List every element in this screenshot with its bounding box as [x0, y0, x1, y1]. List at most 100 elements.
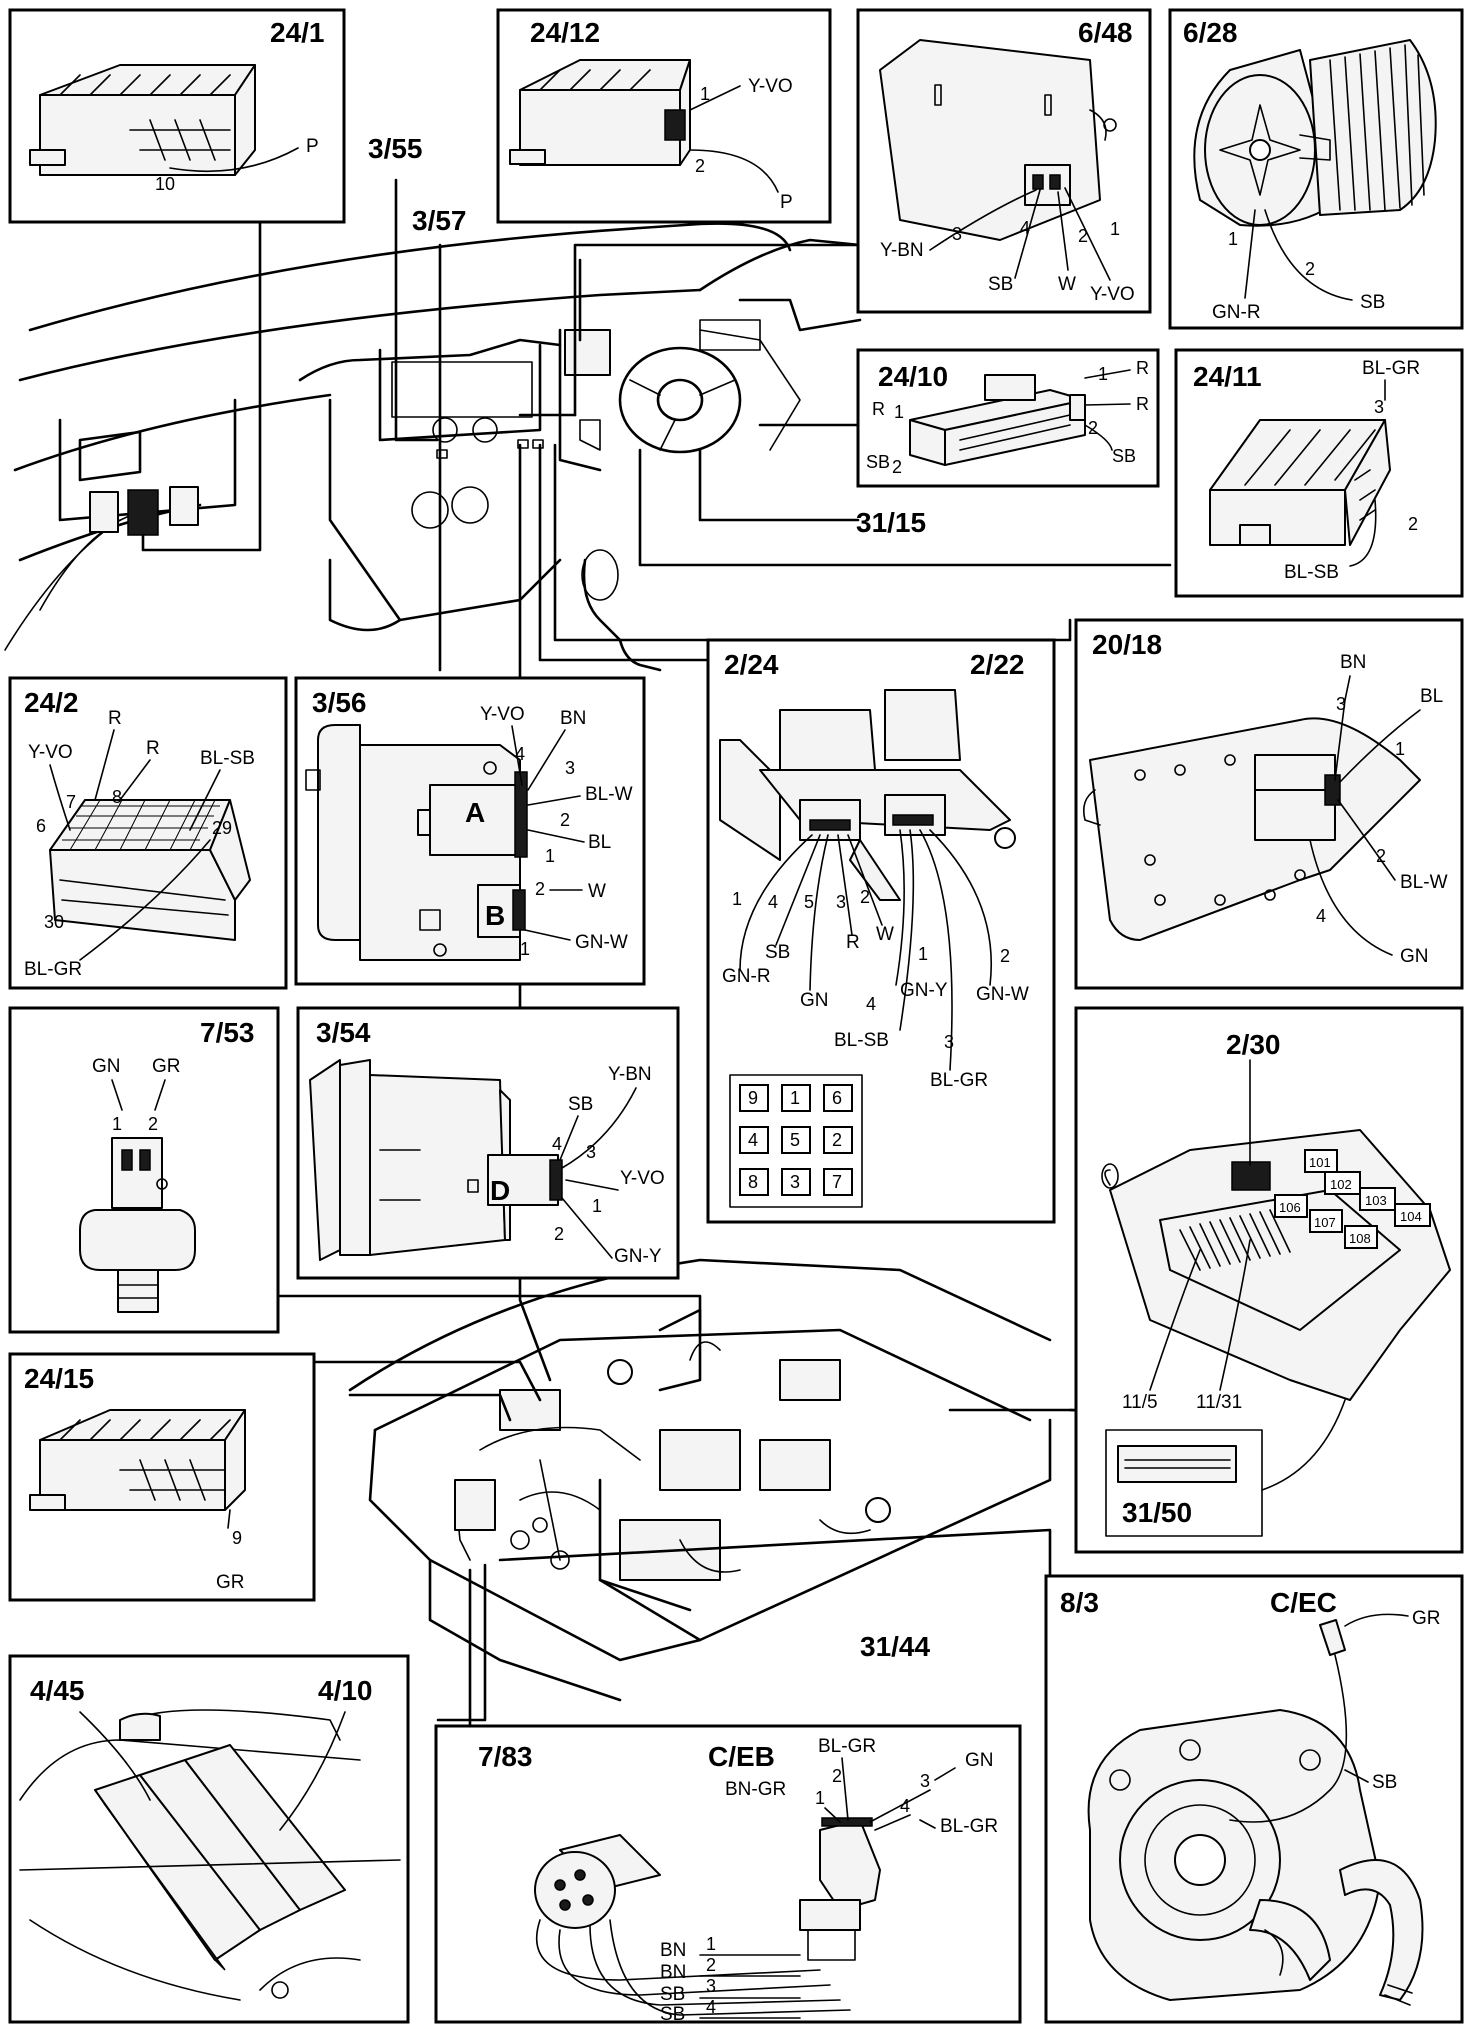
- label-fuse-102: 102: [1330, 1177, 1352, 1192]
- label-bl-gr: BL-GR: [1362, 358, 1420, 379]
- label-sb: SB: [568, 1094, 593, 1115]
- label-a: A: [465, 797, 485, 828]
- label-gn-y: GN-Y: [900, 980, 948, 1001]
- pressure-switch-illustration: [79, 1137, 196, 1313]
- label-bl-sb: BL-SB: [200, 748, 255, 769]
- label-y-bn: Y-BN: [880, 240, 924, 261]
- label-gn-w: GN-W: [575, 932, 628, 953]
- connector-24-11-illustration: [1209, 419, 1391, 546]
- label-pin-1: 1: [1110, 219, 1120, 239]
- pin-7: 7: [832, 1172, 842, 1192]
- label-pin-2-right: 2: [1088, 418, 1098, 438]
- callout-31-15: 31/15: [856, 507, 926, 538]
- label-31-50: 31/50: [1122, 1497, 1192, 1528]
- label-pin-1: 1: [700, 84, 710, 104]
- panel-24-10-title: 24/10: [878, 361, 948, 392]
- panel-7-53: 7/53 GN GR 1 2: [8, 1006, 280, 1334]
- label-fuse-106: 106: [1279, 1200, 1301, 1215]
- label-pin-4: 4: [768, 892, 778, 912]
- label-y-vo: Y-VO: [1090, 284, 1135, 305]
- label-pin-1: 1: [732, 889, 742, 909]
- callout-3-55: 3/55: [368, 133, 423, 164]
- label-sb-3: SB: [660, 1984, 685, 2005]
- label-pin-2-left: 2: [892, 457, 902, 477]
- label-pin-2: 2: [148, 1114, 158, 1134]
- label-sb: SB: [988, 274, 1013, 295]
- label-gn-y: GN-Y: [614, 1246, 662, 1267]
- label-pin-2-b: 2: [535, 879, 545, 899]
- label-pin-4: 4: [1316, 906, 1326, 926]
- label-gn: GN: [800, 990, 829, 1011]
- label-pin-1: 1: [112, 1114, 122, 1134]
- panel-24-1-title: 24/1: [270, 17, 325, 48]
- label-bl: BL: [1420, 686, 1443, 707]
- label-r-left: R: [872, 399, 885, 419]
- label-pin-4: 4: [1020, 218, 1030, 238]
- label-pin-3-top: 3: [920, 1771, 930, 1791]
- label-pin-2-bottom: 2: [706, 1955, 716, 1975]
- label-pin-1-top: 1: [815, 1788, 825, 1808]
- label-w: W: [876, 924, 894, 945]
- blower-motor-illustration: [1193, 39, 1437, 227]
- label-r-1: R: [108, 708, 122, 729]
- panel-20-18: 20/18 BN 3 BL 1 2 BL-W 4 GN: [1074, 618, 1464, 990]
- panel-7-83: 7/83 C/EB BL-GR 2 BN-GR 1 3 GN 4 BL-GR B…: [434, 1724, 1022, 2025]
- label-bn: BN: [1340, 652, 1366, 673]
- panel-3-54-title: 3/54: [316, 1017, 371, 1048]
- dashboard-illustration: [4, 222, 862, 672]
- label-gn-w: GN-W: [976, 984, 1029, 1005]
- label-pin-1-bottom: 1: [706, 1934, 716, 1954]
- label-gr: GR: [152, 1056, 181, 1077]
- panel-24-1: 24/1 P 10: [8, 8, 346, 224]
- label-bn-2: BN: [660, 1962, 686, 1983]
- engine-bay-illustration: [348, 1258, 1052, 1702]
- label-pin-2: 2: [1376, 846, 1386, 866]
- pin-1: 1: [790, 1088, 800, 1108]
- panel-24-2-title: 24/2: [24, 687, 79, 718]
- label-b: B: [485, 900, 505, 931]
- label-r-right: R: [1136, 394, 1149, 414]
- label-pin-1-b: 1: [918, 944, 928, 964]
- label-sb-right: SB: [1112, 446, 1136, 466]
- label-pin-29: 29: [212, 818, 232, 838]
- label-pin-2: 2: [560, 810, 570, 830]
- label-gn: GN: [92, 1056, 121, 1077]
- label-gr: GR: [1412, 1608, 1441, 1629]
- panel-20-18-title: 20/18: [1092, 629, 1162, 660]
- panel-6-28-title: 6/28: [1183, 17, 1238, 48]
- label-pin-2: 2: [860, 887, 870, 907]
- label-w: W: [1058, 274, 1076, 295]
- label-pin-3: 3: [1336, 694, 1346, 714]
- panel-4-45-title: 4/45: [30, 1675, 85, 1706]
- panel-3-56-title: 3/56: [312, 687, 367, 718]
- label-pin-1: 1: [545, 846, 555, 866]
- label-p: P: [306, 136, 319, 157]
- label-d: D: [490, 1175, 510, 1206]
- label-sb-left: SB: [866, 452, 890, 472]
- label-pin-3: 3: [836, 892, 846, 912]
- label-y-vo: Y-VO: [748, 76, 793, 97]
- component-3-54-illustration: [309, 1059, 563, 1261]
- label-sb: SB: [1372, 1772, 1397, 1793]
- connector-24-12-illustration: [509, 59, 691, 166]
- label-pin-2-b: 2: [1000, 946, 1010, 966]
- pin-layout-grid: 9 1 6 4 5 2 8 3 7: [729, 1074, 863, 1208]
- label-sb: SB: [1360, 292, 1385, 313]
- label-gn-r: GN-R: [1212, 302, 1261, 323]
- label-gn: GN: [965, 1750, 994, 1771]
- label-sb-4: SB: [660, 2004, 685, 2025]
- label-pin-8: 8: [112, 787, 122, 807]
- label-sb: SB: [765, 942, 790, 963]
- panel-6-48: 6/48 Y-BN 3 4 SB 2 W 1 Y-VO: [856, 8, 1152, 314]
- label-11-31: 11/31: [1196, 1392, 1242, 1413]
- label-bl-sb: BL-SB: [834, 1030, 889, 1051]
- label-pin-2: 2: [1408, 514, 1418, 534]
- sensor-7-83-illustration: [534, 1817, 881, 2016]
- label-pin-6: 6: [36, 816, 46, 836]
- center-console-illustration: [19, 1709, 401, 2001]
- callout-31-44: 31/44: [860, 1631, 930, 1662]
- label-bl-gr-top: BL-GR: [818, 1736, 876, 1757]
- label-pin-10: 10: [155, 174, 175, 194]
- label-pin-3: 3: [952, 224, 962, 244]
- label-pin-4: 4: [515, 744, 525, 764]
